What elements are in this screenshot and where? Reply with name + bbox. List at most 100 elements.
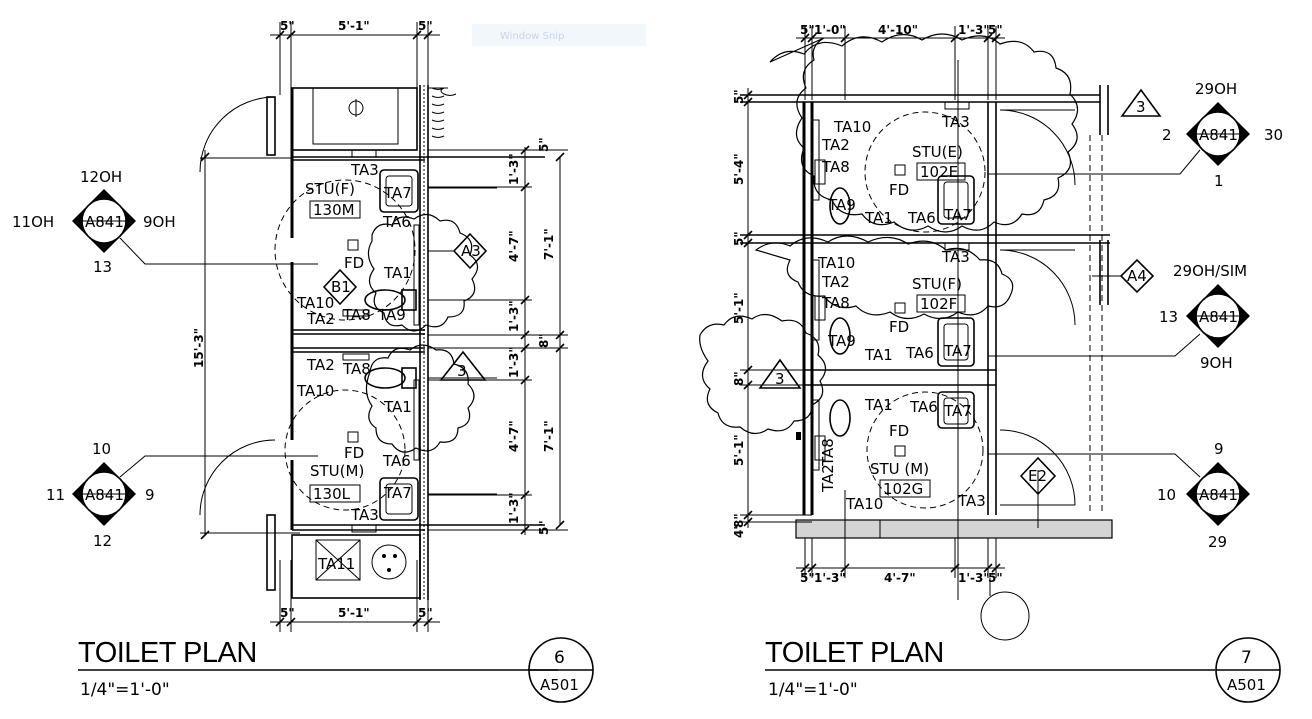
plan7-title: TOILET PLAN <box>765 637 944 669</box>
plan7-elev-marker-1: A841 29OH 2 30 1 <box>988 80 1283 190</box>
plan6-revision-3: 3 <box>457 362 467 380</box>
plan7-room3-name: STU (M) <box>870 460 929 478</box>
plan7-dim-bottom-2: 1'-3" <box>814 571 846 585</box>
plan6-title: TOILET PLAN <box>78 637 257 669</box>
plan7-r2-ta2: TA2 <box>821 273 850 291</box>
plan6-dim-bottom-3: 5" <box>418 606 433 620</box>
plan-6: 5" 5'-1" 5" <box>12 19 594 703</box>
plan7-dim-top-5: 5" <box>988 23 1003 37</box>
plan6-tag-ta7: TA7 <box>383 184 412 202</box>
plan7-r2-ta3: TA3 <box>941 248 970 266</box>
plan6-elev-marker-top: A841 12OH 11OH 9OH 13 <box>12 168 318 276</box>
plan7-elev2-bottom: 9OH <box>1200 354 1233 372</box>
plan7-elev1-top: 29OH <box>1195 80 1237 98</box>
plan7-revision-1: 3 <box>1136 98 1146 116</box>
plan7-dim-left-8: 4" <box>732 523 746 538</box>
plan6-tag-ta2b: TA2 <box>306 356 335 374</box>
plan7-dim-bottom-4: 1'-3" <box>958 571 990 585</box>
plan7-r1-ta10: TA10 <box>833 118 871 136</box>
plan6-tag-ta11: TA11 <box>317 555 355 573</box>
plan7-elev3-center: A841 <box>1199 486 1238 504</box>
plan7-r2-ta1: TA1 <box>864 346 893 364</box>
plan6-tag-fdb: FD <box>344 444 364 462</box>
plan6-tag-ta9: TA9 <box>377 306 406 324</box>
plan6-room2-name: STU(M) <box>310 462 364 480</box>
plan6-dim-right-5: 8" <box>537 333 551 348</box>
plan6-sheet-number: A501 <box>540 676 579 694</box>
plan6-room2-number: 130L <box>313 485 351 503</box>
plan6-dim-top-1: 5" <box>280 19 295 33</box>
plan7-r3-ta10: TA10 <box>845 495 883 513</box>
plan6-elev-top-center: A841 <box>85 213 124 231</box>
plan7-dim-left-1: 5" <box>732 89 746 104</box>
plan7-r2-ta10: TA10 <box>817 254 855 272</box>
plan6-scale: 1/4"=1'-0" <box>80 680 170 700</box>
plan6-dim-right-4: 1'-3" <box>507 300 521 332</box>
plan7-r3-ta3: TA3 <box>957 492 986 510</box>
plan7-dim-top-1: 5" <box>800 23 815 37</box>
plan7-dim-left-4: 5'-1" <box>732 292 746 324</box>
plan7-diamond-a4: A4 <box>1127 267 1147 285</box>
plan7-r1-fd: FD <box>889 181 909 199</box>
plan7-r3-fd: FD <box>889 422 909 440</box>
plan7-dim-left-7: 8" <box>732 513 746 528</box>
plan6-dim-right-1: 5" <box>537 137 551 152</box>
plan6-tag-ta2: TA2 <box>306 310 335 328</box>
plan6-dim-right-2: 1'-3" <box>507 153 521 185</box>
plan7-room3-number: 102G <box>883 480 923 498</box>
plan7-r3-ta2: TA2 <box>819 464 837 493</box>
plan7-dim-top-4: 1'-3" <box>958 23 990 37</box>
plan6-dims-bottom: 5" 5'-1" 5" <box>270 560 440 632</box>
plan7-r1-ta1: TA1 <box>864 209 893 227</box>
plan6-room1-name: STU(F) <box>305 180 355 198</box>
plan7-room1-name: STU(E) <box>912 143 963 161</box>
plan6-dim-bottom-2: 5'-1" <box>338 606 370 620</box>
plan6-elev-bottom-right: 9 <box>145 486 155 504</box>
plan7-elev3-top: 9 <box>1214 440 1224 458</box>
plan7-r1-ta9: TA9 <box>827 196 856 214</box>
plan6-diamond-a3: A3 <box>461 242 481 260</box>
plan7-r2-ta6: TA6 <box>905 344 934 362</box>
window-snip-ghost <box>472 24 646 46</box>
plan7-room2-number: 102F <box>920 295 957 313</box>
plan7-revision-2: 3 <box>775 370 785 388</box>
plan7-r3-ta8: TA8 <box>819 438 837 467</box>
plan7-r2-ta9: TA9 <box>827 332 856 350</box>
plan7-dim-top-3: 4'-10" <box>878 23 918 37</box>
plan6-tag-ta10: TA10 <box>296 294 334 312</box>
plan7-r1-ta3: TA3 <box>941 113 970 131</box>
plan7-dim-left-5: 8" <box>732 371 746 386</box>
plan7-elev1-bottom: 1 <box>1214 172 1224 190</box>
plan6-tag-ta6b: TA6 <box>382 452 411 470</box>
plan6-elev-bottom-left: 11 <box>46 486 65 504</box>
plan-7: 5" 1'-0" 4'-10" 1'-3" 5" <box>699 23 1283 703</box>
plan7-dim-left-3: 5" <box>732 231 746 246</box>
plan6-elev-bottom-top: 10 <box>92 440 111 458</box>
plan7-elev3-left: 10 <box>1157 486 1176 504</box>
plan6-elev-bottom-center: A841 <box>85 486 124 504</box>
window-snip-label: Window Snip <box>500 31 564 42</box>
plan7-dim-bottom-3: 4'-7" <box>884 571 916 585</box>
plan7-elev1-right: 30 <box>1264 126 1283 144</box>
plan7-r2-fd: FD <box>889 318 909 336</box>
plan6-dim-top-3: 5" <box>418 19 433 33</box>
plan7-elev2-top: 29OH/SIM <box>1173 262 1247 280</box>
plan6-tag-ta1b: TA1 <box>383 398 412 416</box>
plan7-dim-bottom-5: 5" <box>988 571 1003 585</box>
plan7-elev-marker-2: A841 29OH/SIM 13 9OH <box>988 262 1250 372</box>
plan6-dim-right-8: 1'-3" <box>507 492 521 524</box>
plan7-r2-ta8: TA8 <box>821 294 850 312</box>
plan7-elev2-center: A841 <box>1199 308 1238 326</box>
plan7-elev1-center: A841 <box>1199 126 1238 144</box>
plan7-dims-left: 5" 5'-4" 5" 5'-1" 8" 5'-1" 8" 4" <box>732 88 812 538</box>
plan6-tag-ta3: TA3 <box>350 161 379 179</box>
plan7-elev2-left: 13 <box>1159 308 1178 326</box>
plan7-view-number: 7 <box>1241 648 1252 668</box>
plan6-dim-left-total: 15'-3" <box>192 328 206 368</box>
plan6-dims-right: 5" 1'-3" 4'-7" 1'-3" 8" 1'-3" 4'-7" 1'-3… <box>428 137 568 535</box>
plan7-room2-name: STU(F) <box>912 275 962 293</box>
plan6-tag-ta10b: TA10 <box>296 382 334 400</box>
plan7-r1-ta8: TA8 <box>821 158 850 176</box>
